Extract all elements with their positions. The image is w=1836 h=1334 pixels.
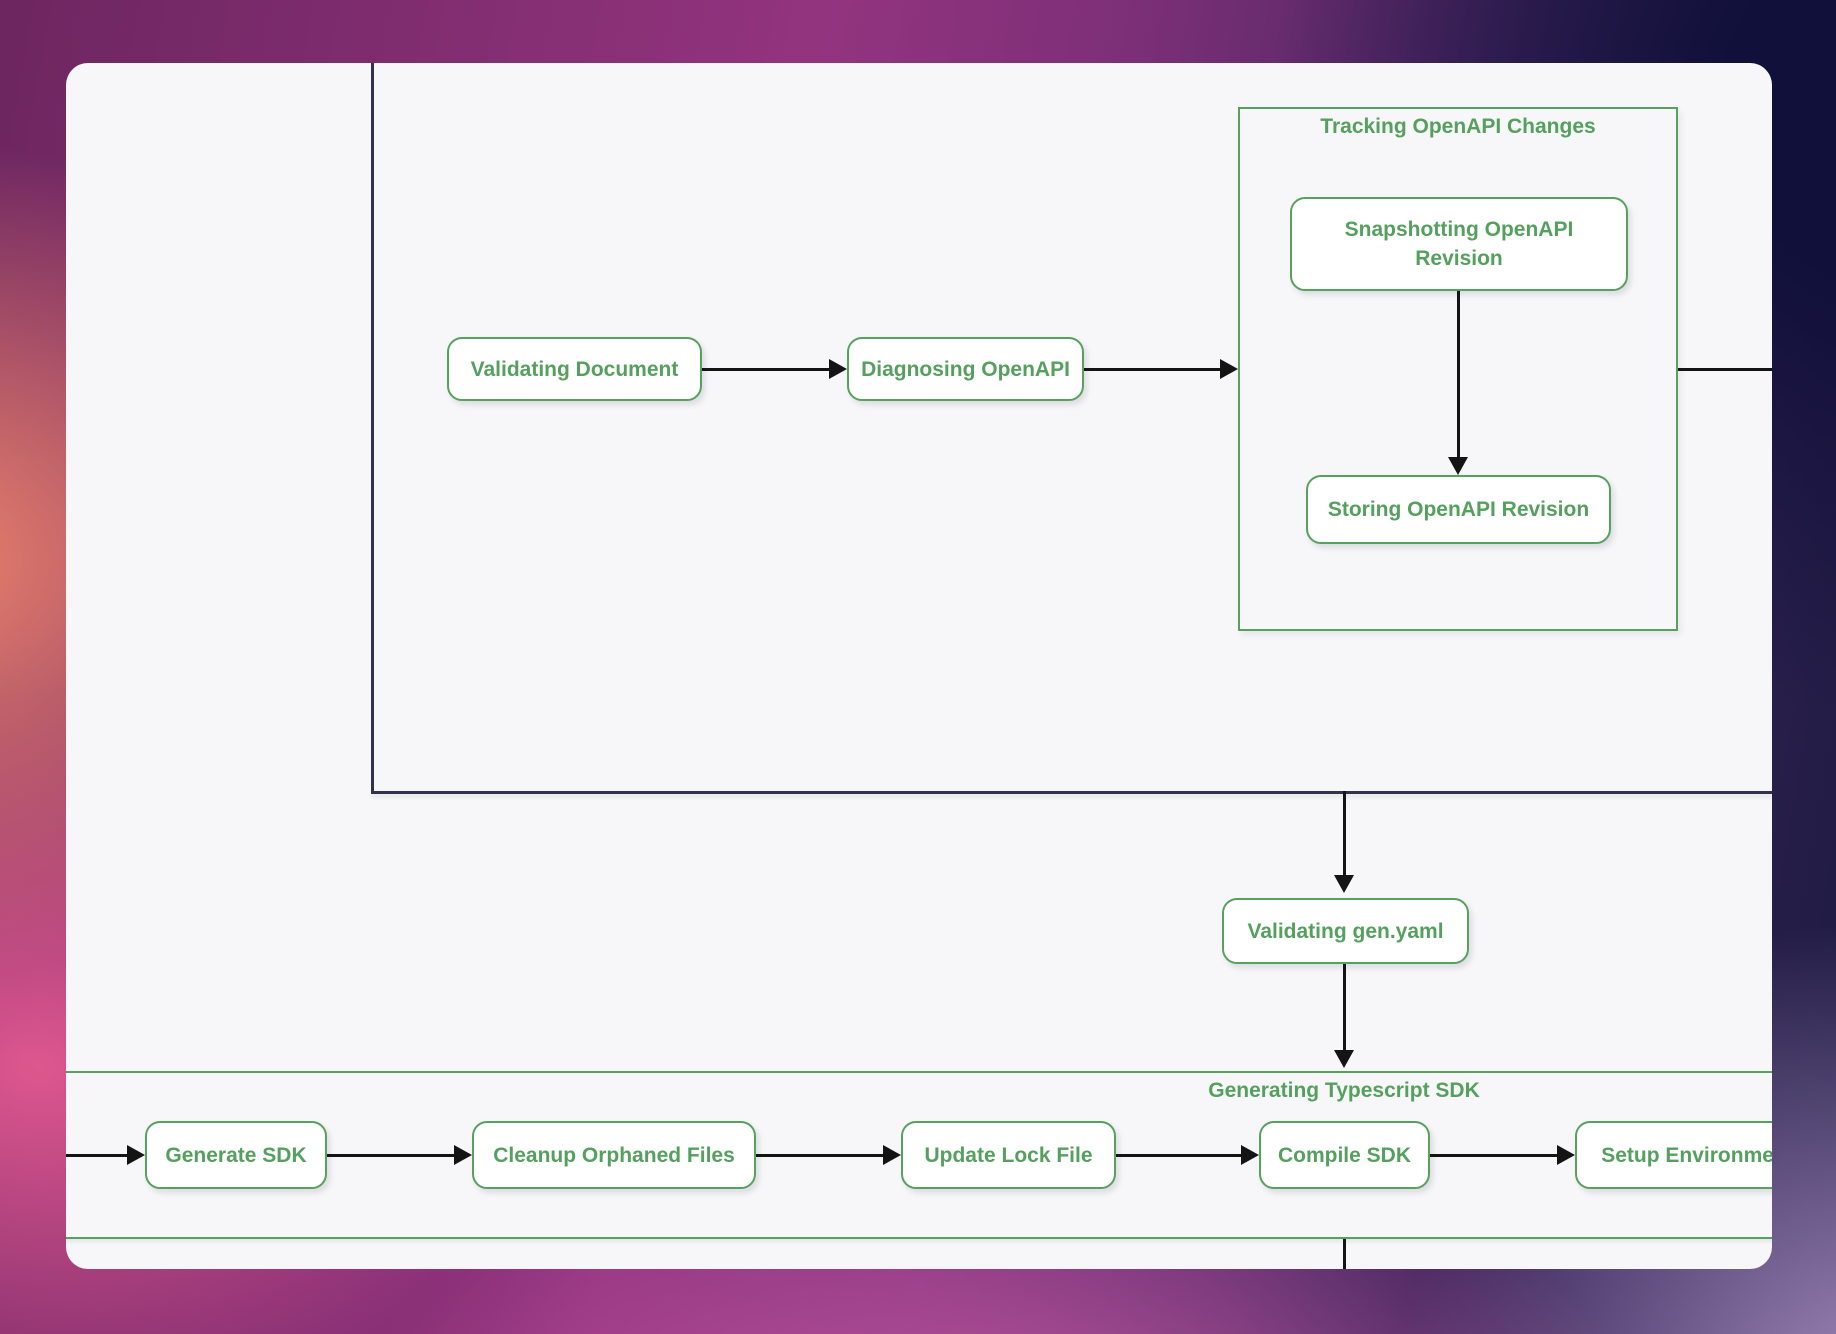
arrowhead-right-icon bbox=[1557, 1145, 1575, 1165]
node-storing-label: Storing OpenAPI Revision bbox=[1327, 498, 1590, 521]
cluster-generating-title: Generating Typescript SDK bbox=[1208, 1079, 1480, 1102]
node-compile-sdk-label: Compile SDK bbox=[1277, 1143, 1411, 1167]
arrowhead-right-icon bbox=[454, 1145, 472, 1165]
arrowhead-right-icon bbox=[1220, 359, 1238, 379]
node-update-lock-file-label: Update Lock File bbox=[924, 1143, 1093, 1167]
node-update-lock-file: Update Lock File bbox=[901, 1121, 1116, 1189]
node-cleanup-orphaned-files-label: Cleanup Orphaned Files bbox=[493, 1143, 735, 1167]
edge-gen-yaml-to-section bbox=[1343, 964, 1346, 1050]
node-validating-gen-yaml-label: Validating gen.yaml bbox=[1247, 919, 1444, 943]
arrowhead-down-icon bbox=[1334, 1050, 1354, 1068]
node-diagnosing-openapi-label: Diagnosing OpenAPI bbox=[861, 357, 1070, 381]
edge-container-to-gen-yaml bbox=[1343, 791, 1346, 875]
diagram-canvas-card: Tracking OpenAPI Changes Generating Type… bbox=[66, 63, 1772, 1269]
edge-snapshotting-to-storing bbox=[1457, 291, 1460, 457]
node-setup-environment: Setup Environment bbox=[1575, 1121, 1772, 1189]
arrowhead-right-icon bbox=[883, 1145, 901, 1165]
node-cleanup-orphaned-files: Cleanup Orphaned Files bbox=[472, 1121, 756, 1189]
cluster-generating-typescript-sdk bbox=[66, 1071, 1772, 1239]
outer-cluster-left-border bbox=[371, 63, 374, 793]
node-generate-sdk-label: Generate SDK bbox=[165, 1143, 307, 1167]
cluster-tracking-title: Tracking OpenAPI Changes bbox=[1320, 115, 1596, 138]
edge-generate-to-cleanup bbox=[327, 1154, 454, 1157]
node-diagnosing-openapi: Diagnosing OpenAPI bbox=[847, 337, 1084, 401]
edge-section-exit-bottom bbox=[1343, 1239, 1346, 1269]
edge-validating-to-diagnosing bbox=[702, 368, 829, 371]
node-setup-environment-label: Setup Environment bbox=[1601, 1143, 1772, 1167]
arrowhead-down-icon bbox=[1448, 457, 1468, 475]
edge-entry-to-generate-sdk bbox=[66, 1154, 127, 1157]
outer-cluster-bottom-border bbox=[371, 791, 1772, 794]
node-generate-sdk: Generate SDK bbox=[145, 1121, 327, 1189]
edge-compile-to-setup bbox=[1430, 1154, 1557, 1157]
node-compile-sdk: Compile SDK bbox=[1259, 1121, 1430, 1189]
arrowhead-right-icon bbox=[829, 359, 847, 379]
node-validating-document-label: Validating Document bbox=[470, 357, 679, 381]
arrowhead-right-icon bbox=[127, 1145, 145, 1165]
edge-diagnosing-to-tracking bbox=[1084, 368, 1220, 371]
node-validating-gen-yaml: Validating gen.yaml bbox=[1222, 898, 1469, 964]
node-snapshotting-openapi-revision: Snapshotting OpenAPI Revision bbox=[1290, 197, 1628, 291]
edge-update-to-compile bbox=[1116, 1154, 1241, 1157]
edge-cleanup-to-update bbox=[756, 1154, 883, 1157]
node-validating-document: Validating Document bbox=[447, 337, 702, 401]
node-storing-openapi-revision: Storing OpenAPI Revision bbox=[1306, 475, 1611, 544]
edge-tracking-exit-right bbox=[1678, 368, 1772, 371]
arrowhead-right-icon bbox=[1241, 1145, 1259, 1165]
cluster-tracking-openapi-changes bbox=[1238, 107, 1678, 631]
arrowhead-down-icon bbox=[1334, 875, 1354, 893]
node-snapshotting-label: Snapshotting OpenAPI Revision bbox=[1344, 218, 1574, 270]
